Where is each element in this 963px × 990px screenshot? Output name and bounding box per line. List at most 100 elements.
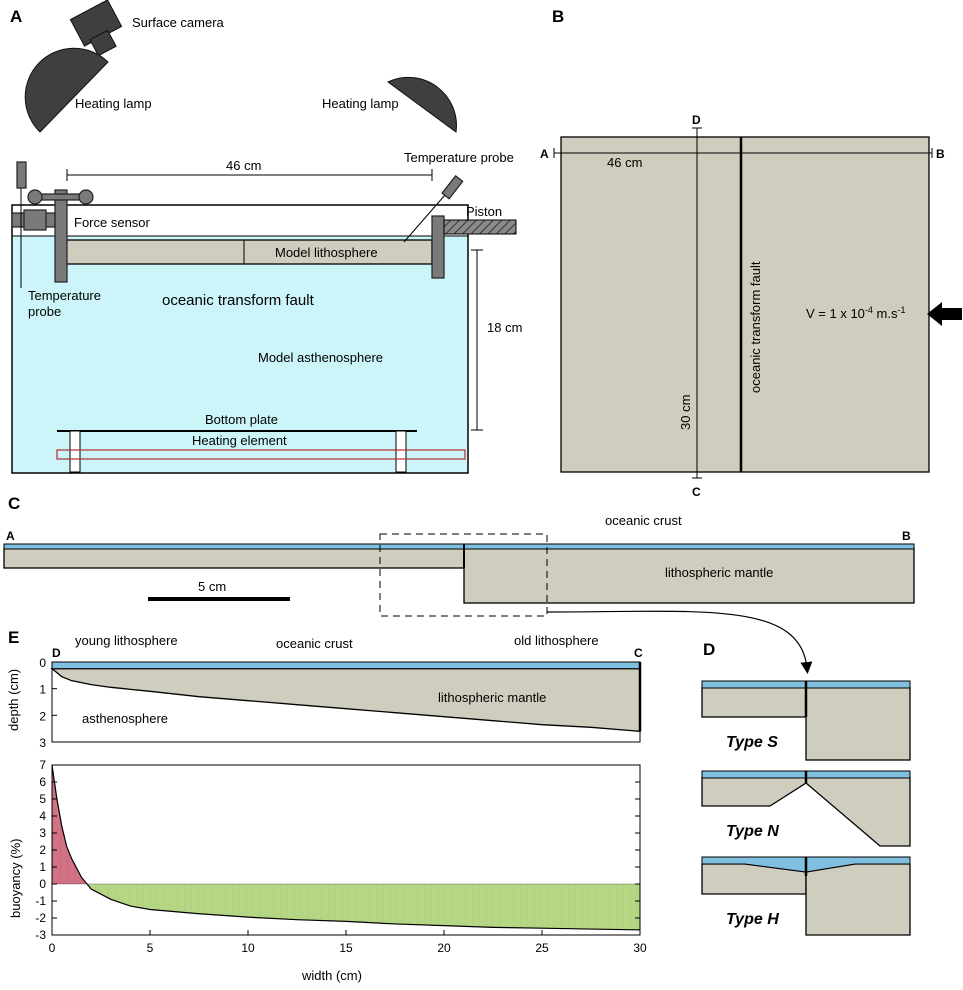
type-h-diagram bbox=[701, 856, 911, 936]
buoyancy-x-tick-label: 25 bbox=[535, 941, 549, 955]
temperature-probe-top-label: Temperature probe bbox=[404, 150, 514, 165]
buoyancy-curve bbox=[51, 764, 641, 931]
depth-y-tick-label: 3 bbox=[39, 736, 46, 750]
buoyancy-x-tick-label: 15 bbox=[339, 941, 353, 955]
plate-leg-right bbox=[395, 430, 407, 473]
type-s-label: Type S bbox=[726, 734, 778, 751]
length-46cm-b: 46 cm bbox=[607, 155, 642, 170]
buoyancy-y-tick-label: 3 bbox=[39, 826, 46, 840]
fault-label-b: oceanic transform fault bbox=[748, 261, 763, 393]
velocity-label: V = 1 x 10-4 m.s-1 bbox=[806, 305, 906, 321]
panel-label-c: C bbox=[8, 494, 20, 513]
buoyancy-y-tick-label: 5 bbox=[39, 792, 46, 806]
temperature-probe-top-icon bbox=[441, 175, 464, 200]
piston-icon bbox=[443, 219, 517, 235]
lithospheric-mantle-c: lithospheric mantle bbox=[665, 565, 773, 580]
scale-bar-label: 5 cm bbox=[198, 579, 226, 594]
oceanic-transform-fault-label: oceanic transform fault bbox=[162, 292, 315, 309]
heating-lamp-right-label: Heating lamp bbox=[322, 96, 399, 111]
buoyancy-y-tick-label: 6 bbox=[39, 775, 46, 789]
buoyancy-y-tick-label: -1 bbox=[35, 894, 46, 908]
width-axis-label: width (cm) bbox=[301, 968, 362, 983]
point-d-e: D bbox=[52, 646, 61, 660]
bottom-plate-label: Bottom plate bbox=[205, 412, 278, 427]
oceanic-crust-c: oceanic crust bbox=[605, 513, 682, 528]
panel-c: C A B oceanic crust lithospheric mantle … bbox=[3, 494, 915, 674]
panel-label-b: B bbox=[552, 7, 564, 26]
panel-label-d: D bbox=[703, 640, 715, 659]
young-lithosphere-label: young lithosphere bbox=[75, 633, 178, 648]
dimension-18cm bbox=[471, 249, 483, 431]
panel-label-a: A bbox=[10, 7, 22, 26]
panel-a: A Surface camera Heating lamp Heating la… bbox=[10, 0, 522, 474]
point-a-b: A bbox=[540, 147, 549, 161]
heating-element-label: Heating element bbox=[192, 433, 287, 448]
point-c-b: C bbox=[692, 485, 701, 499]
point-b-c: B bbox=[902, 529, 911, 543]
length-30cm-b: 30 cm bbox=[678, 395, 693, 430]
model-lithosphere-slab bbox=[65, 239, 433, 265]
depth-y-tick-label: 0 bbox=[39, 656, 46, 670]
crust-layer-c bbox=[3, 543, 915, 550]
push-arrow-icon bbox=[927, 302, 962, 326]
buoyancy-y-tick-label: 0 bbox=[39, 877, 46, 891]
buoyancy-y-tick-label: 4 bbox=[39, 809, 46, 823]
type-n-label: Type N bbox=[726, 823, 779, 840]
plate-top-view bbox=[560, 136, 930, 473]
point-a-c: A bbox=[6, 529, 15, 543]
force-sensor-label: Force sensor bbox=[74, 215, 151, 230]
zoom-box bbox=[379, 533, 548, 617]
pulley-left-icon bbox=[27, 189, 43, 205]
asthenosphere-label: asthenosphere bbox=[82, 711, 168, 726]
buoyancy-x-tick-label: 0 bbox=[49, 941, 56, 955]
panel-label-e: E bbox=[8, 628, 19, 647]
piston-label: Piston bbox=[466, 204, 502, 219]
panel-b: B A B D C 46 cm 30 cm oceanic transform … bbox=[540, 7, 962, 499]
buoyancy-x-tick-label: 30 bbox=[633, 941, 647, 955]
heating-lamp-right-icon bbox=[387, 76, 457, 133]
old-lithosphere-c bbox=[463, 547, 915, 604]
heating-element bbox=[56, 449, 466, 460]
young-lithosphere-c bbox=[3, 547, 465, 569]
crust-layer-e bbox=[51, 661, 641, 670]
right-clamp bbox=[431, 215, 445, 279]
buoyancy-x-tick-label: 20 bbox=[437, 941, 451, 955]
model-lithosphere-label: Model lithosphere bbox=[275, 245, 378, 260]
pulley-right-icon bbox=[78, 189, 94, 205]
plate-leg-left bbox=[69, 430, 81, 473]
type-n-diagram bbox=[701, 770, 911, 847]
force-sensor-block bbox=[23, 209, 47, 231]
buoyancy-positive-area bbox=[52, 765, 87, 884]
buoyancy-y-tick-label: -2 bbox=[35, 911, 46, 925]
depth-axis-label: depth (cm) bbox=[6, 669, 21, 731]
depth-chart: young lithosphere oceanic crust old lith… bbox=[6, 633, 643, 750]
panel-d: D Type S Type N Type H bbox=[701, 640, 911, 936]
zoom-arrow bbox=[546, 610, 813, 674]
model-asthenosphere-label: Model asthenosphere bbox=[258, 350, 383, 365]
left-clamp bbox=[54, 189, 68, 283]
oceanic-crust-e-label: oceanic crust bbox=[276, 636, 353, 651]
buoyancy-negative-area bbox=[87, 884, 640, 930]
type-h-label: Type H bbox=[726, 911, 779, 928]
temperature-probe-left-icon bbox=[16, 161, 27, 189]
buoyancy-x-tick-label: 10 bbox=[241, 941, 255, 955]
surface-camera-label: Surface camera bbox=[132, 15, 225, 30]
type-s-diagram bbox=[701, 680, 911, 761]
buoyancy-axis-label: buoyancy (%) bbox=[8, 839, 23, 918]
old-lithosphere-label: old lithosphere bbox=[514, 633, 599, 648]
temperature-probe-left-label-1: Temperature bbox=[28, 288, 101, 303]
buoyancy-y-tick-label: 7 bbox=[39, 758, 46, 772]
surface-camera-icon bbox=[69, 0, 123, 57]
depth-y-tick-label: 2 bbox=[39, 709, 46, 723]
heating-lamp-left-label: Heating lamp bbox=[75, 96, 152, 111]
lithospheric-mantle-e-label: lithospheric mantle bbox=[438, 690, 546, 705]
point-d-b: D bbox=[692, 113, 701, 127]
dimension-46cm-label: 46 cm bbox=[226, 158, 261, 173]
buoyancy-y-tick-label: 2 bbox=[39, 843, 46, 857]
dimension-46cm bbox=[66, 169, 433, 181]
buoyancy-y-tick-label: 1 bbox=[39, 860, 46, 874]
lithospheric-mantle-area bbox=[50, 668, 641, 733]
